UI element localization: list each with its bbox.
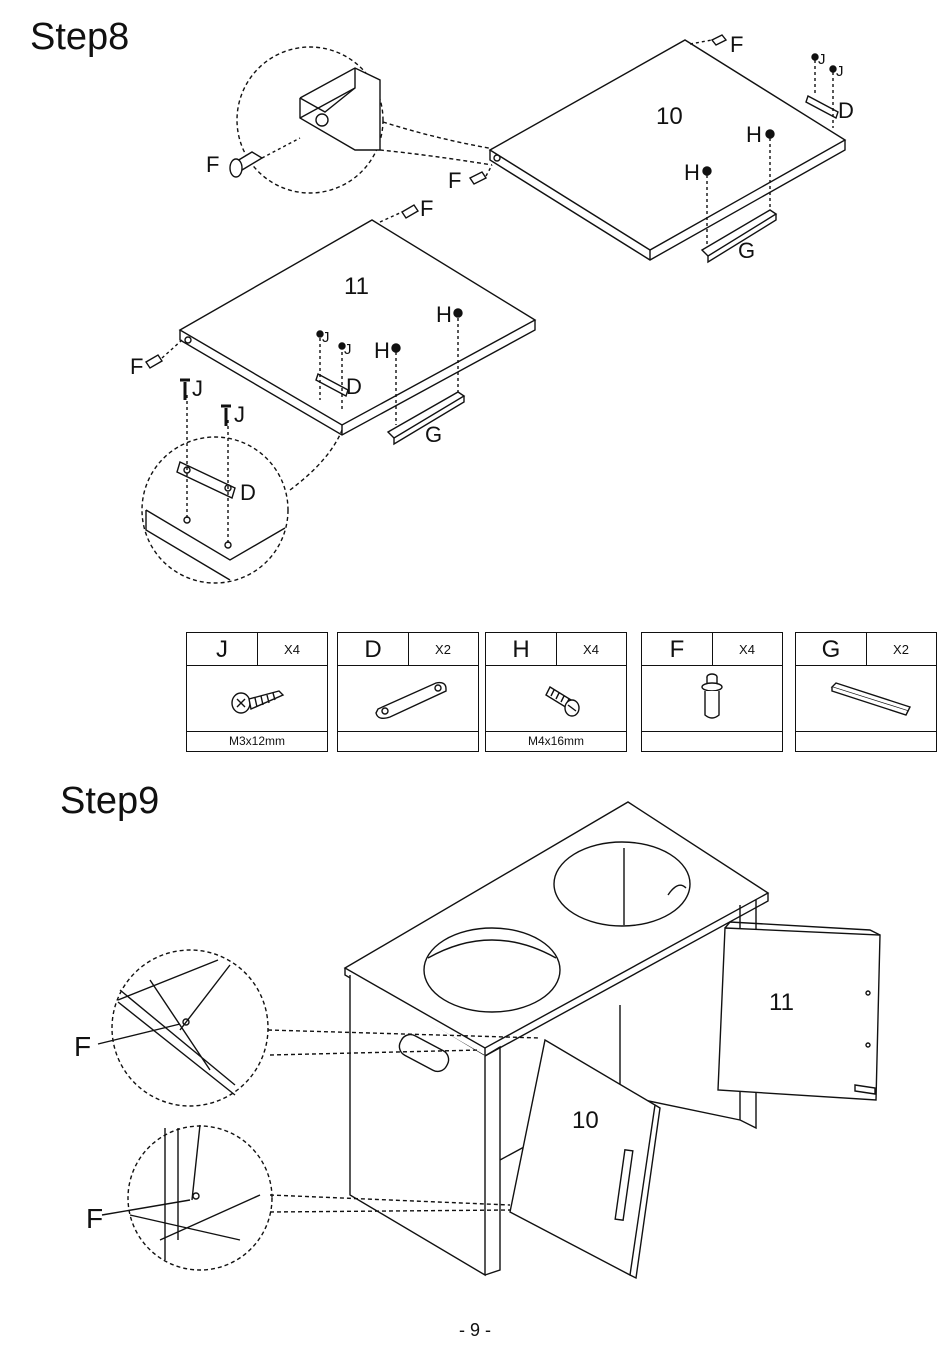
label-d-detail: D (240, 480, 256, 505)
part-letter: G (796, 633, 867, 665)
label-d-panel10: D (838, 98, 854, 123)
label-j-3: J (322, 329, 330, 346)
label-j-2: J (836, 63, 844, 80)
step8-diagram: F F F F F 10 11 D D D H H H H G G J J J … (0, 0, 950, 620)
label-panel-11: 11 (344, 273, 369, 300)
label-panel-10: 10 (656, 103, 683, 130)
detail-circle-top-hinge (112, 950, 268, 1106)
handle-icon (796, 665, 936, 733)
label-f-bottom-hinge: F (86, 1203, 103, 1234)
label-g-panel11: G (425, 422, 442, 447)
part-size: M3x12mm (187, 731, 327, 751)
label-f-detail: F (206, 152, 219, 177)
label-h-1: H (746, 122, 762, 147)
sink-hole-left (424, 928, 560, 1012)
sink-hole-right (554, 842, 690, 926)
cabinet-top (345, 802, 768, 1048)
detail-circle-plate (142, 437, 288, 583)
door-11 (718, 928, 880, 1100)
part-letter: D (338, 633, 409, 665)
label-j-detail-1: J (192, 376, 203, 401)
label-f-top-hinge: F (74, 1031, 91, 1062)
part-box-j: J X4 M3x12mm (186, 632, 328, 752)
part-qty: X2 (408, 633, 478, 665)
label-h-4: H (374, 338, 390, 363)
part-size (796, 731, 936, 751)
door-10 (510, 1040, 655, 1275)
part-letter: H (486, 633, 557, 665)
part-box-f: F X4 (641, 632, 783, 752)
label-door-11: 11 (769, 989, 794, 1016)
part-box-g: G X2 (795, 632, 937, 752)
label-d-panel11: D (346, 374, 362, 399)
label-door-10: 10 (572, 1107, 599, 1134)
part-qty: X4 (556, 633, 626, 665)
bolt-icon (486, 665, 626, 733)
hinge-pin-icon (642, 665, 782, 733)
label-h-2: H (684, 160, 700, 185)
part-letter: F (642, 633, 713, 665)
page-number: - 9 - (0, 1320, 950, 1341)
screw-icon (187, 665, 327, 733)
detail-circle-bottom-hinge (128, 1126, 272, 1270)
part-size: M4x16mm (486, 731, 626, 751)
label-j-4: J (344, 341, 352, 358)
label-h-3: H (436, 302, 452, 327)
step9-title: Step9 (60, 780, 159, 823)
side-handle-hole (396, 1031, 452, 1075)
part-qty: X4 (712, 633, 782, 665)
connector-plate-icon (338, 665, 478, 733)
part-qty: X2 (866, 633, 936, 665)
part-size (338, 731, 478, 751)
part-box-h: H X4 M4x16mm (485, 632, 627, 752)
label-j-1: J (818, 51, 826, 68)
label-j-detail-2: J (234, 402, 245, 427)
label-g-panel10: G (738, 238, 755, 263)
part-size (642, 731, 782, 751)
part-box-d: D X2 (337, 632, 479, 752)
label-f-panel10-left: F (448, 168, 461, 193)
label-f-panel11-left: F (130, 354, 143, 379)
panel-10 (490, 40, 845, 250)
label-f-panel10-top: F (730, 32, 743, 57)
label-f-panel11-top: F (420, 196, 433, 221)
part-letter: J (187, 633, 258, 665)
part-qty: X4 (257, 633, 327, 665)
